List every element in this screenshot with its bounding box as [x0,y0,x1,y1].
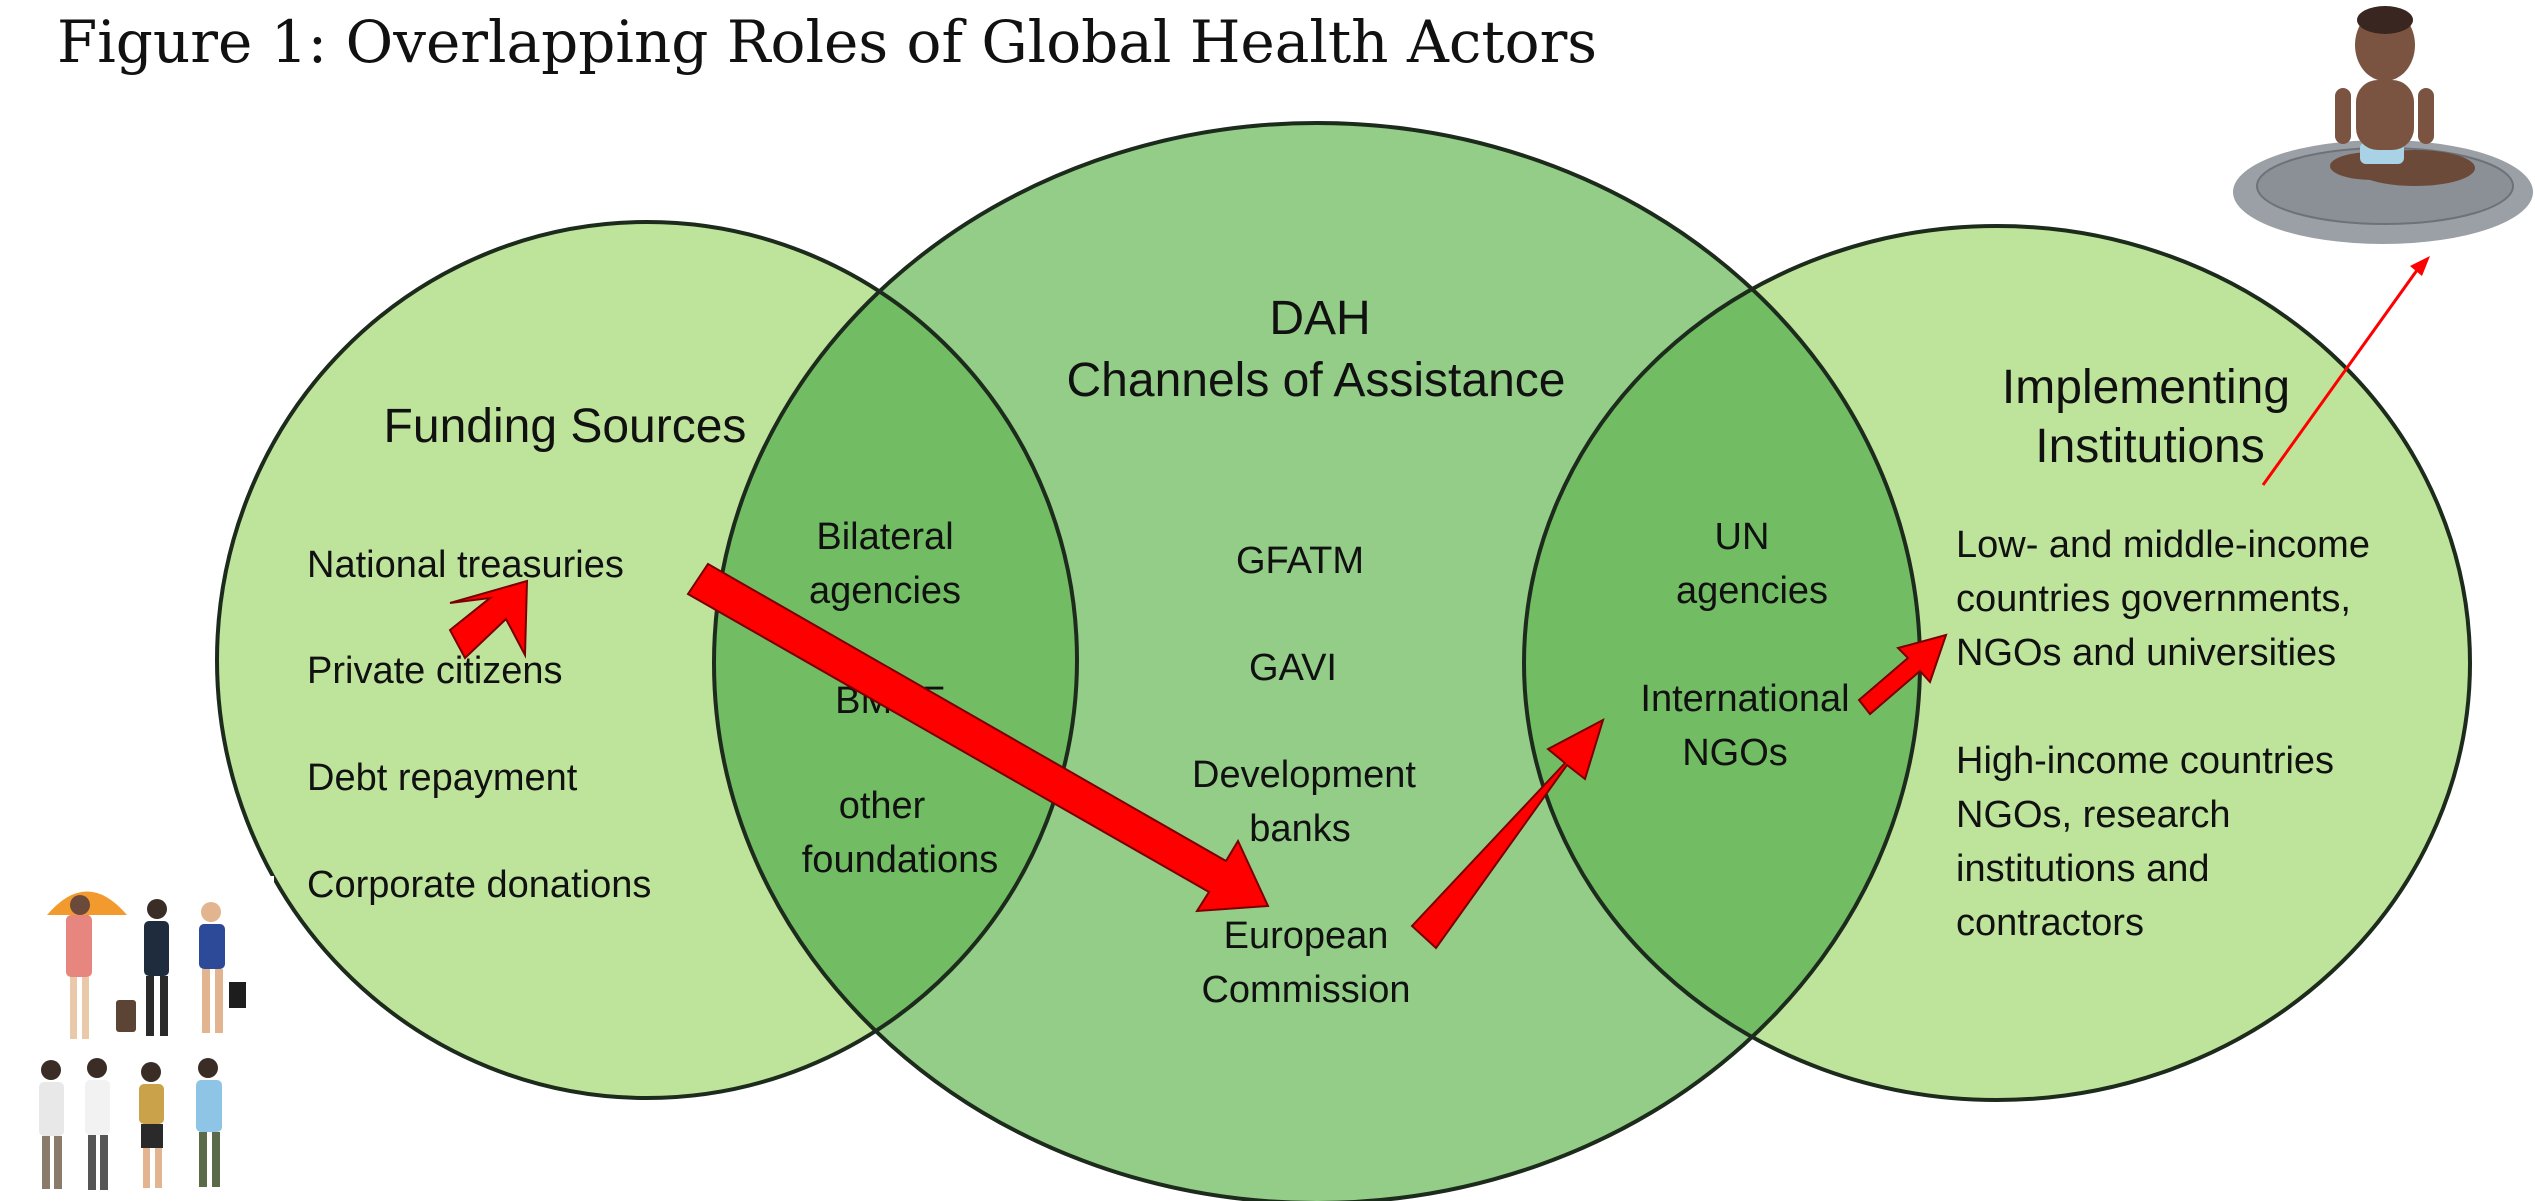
bilateral-agencies-line1: Bilateral [816,516,953,558]
hic-line2: NGOs, research [1956,794,2231,836]
seated-child-icon [2233,6,2533,244]
channel-gavi: GAVI [1249,647,1337,689]
bilateral-agencies-line2: agencies [809,570,961,612]
lmic-line2: countries governments, [1956,578,2351,620]
flow-arrow-to-lmic [1857,633,1948,716]
channels-heading-line1: DAH [1269,292,1370,345]
un-agencies-line1: UN [1715,516,1770,558]
flow-arrow-up-to-treasuries [448,579,529,660]
hic-line1: High-income countries [1956,740,2334,782]
hic-line3: institutions and [1956,848,2210,890]
funding-item-debt-repayment: Debt repayment [307,757,578,799]
figure-title: Figure 1: Overlapping Roles of Global He… [57,8,1598,76]
left-overlap-region [714,222,1077,1098]
funding-item-corporate-donations: Corporate donations [307,864,651,906]
thin-arrow-head [2410,256,2430,276]
funding-sources-heading: Funding Sources [384,400,747,453]
funding-item-private-citizens: Private citizens [307,650,563,692]
lmic-line3: NGOs and universities [1956,632,2336,674]
channels-circle [714,123,1920,1201]
european-commission-line2: Commission [1201,969,1410,1011]
other-foundations-line1: other [839,785,926,827]
european-commission-line1: European [1224,915,1389,957]
development-banks-line2: banks [1249,808,1350,850]
flow-arrow-to-european-commission [686,562,1270,913]
thin-arrow-to-child [2261,265,2422,486]
channel-gfatm: GFATM [1236,540,1364,582]
international-ngos-line2: NGOs [1682,732,1788,774]
flow-arrow-to-international-ngos [1410,717,1605,950]
hic-line4: contractors [1956,902,2144,944]
other-foundations-line2: foundations [802,839,999,881]
channels-heading-line2: Channels of Assistance [1067,354,1566,407]
development-banks-line1: Development [1192,754,1416,796]
crowd-of-people-icon [22,876,274,1201]
right-overlap-region [1524,226,1920,1100]
implementing-heading-line1: Implementing [2002,361,2290,414]
lmic-line1: Low- and middle-income [1956,524,2370,566]
international-ngos-line1: International [1640,678,1849,720]
un-agencies-line2: agencies [1676,570,1828,612]
implementing-heading-line2: Institutions [2035,420,2264,473]
funding-item-national-treasuries: National treasuries [307,544,624,586]
